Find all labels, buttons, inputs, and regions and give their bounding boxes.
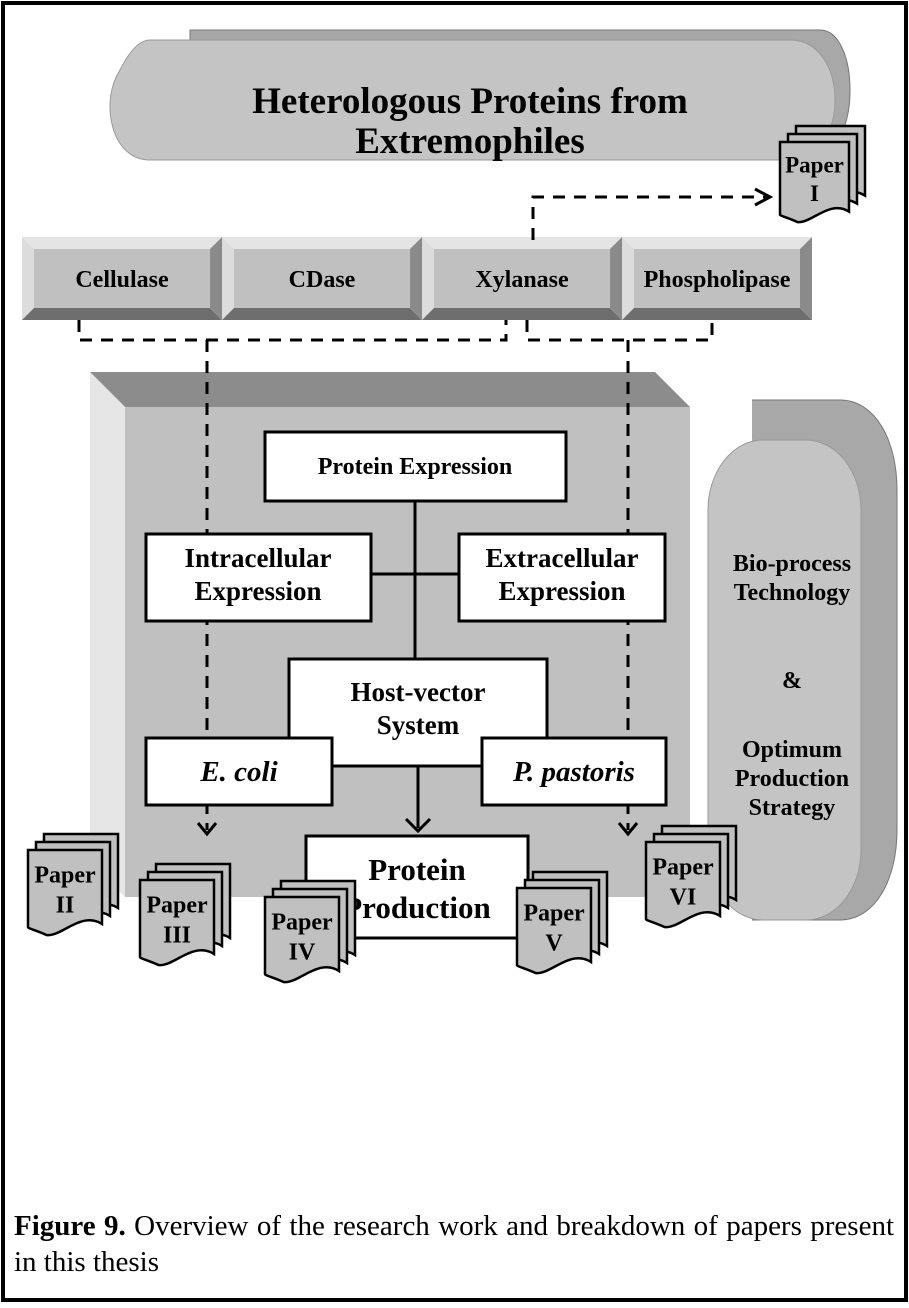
enzyme-cdase: CDase bbox=[222, 237, 422, 320]
ppastoris-label: P. pastoris bbox=[512, 756, 635, 788]
paper-label-p2-line-1: Paper bbox=[34, 862, 96, 888]
flow-lines bbox=[372, 502, 459, 828]
extracellular-line-2: Expression bbox=[498, 576, 625, 606]
connector-xylanase-paper-i bbox=[531, 197, 770, 240]
paper-label-p6-line-1: Paper bbox=[652, 854, 714, 880]
paper-sheet bbox=[263, 895, 341, 984]
ecoli-box bbox=[144, 736, 334, 807]
paper-arrows bbox=[196, 822, 639, 837]
paper-label-p3-line-1: Paper bbox=[146, 892, 208, 918]
protein-expression-box bbox=[263, 430, 568, 503]
title-line-1: Heterologous Proteins from bbox=[252, 81, 688, 122]
paper-label-p6-line-2: VI bbox=[670, 884, 697, 910]
host-vector-line-2: System bbox=[377, 710, 460, 740]
paper-label-p5-line-2: V bbox=[545, 930, 563, 956]
left-arrowhead bbox=[196, 822, 218, 837]
paper-label-p2-line-2: II bbox=[56, 892, 75, 918]
protein-production-line-2: Production bbox=[343, 890, 491, 925]
host-vector-line-1: Host-vector bbox=[351, 677, 486, 707]
bioprocess-line-5: Production bbox=[735, 766, 849, 792]
paper-label-p4-line-1: Paper bbox=[271, 909, 333, 935]
enzyme-cellulase: Cellulase bbox=[22, 237, 222, 320]
title-line-2: Extremophiles bbox=[355, 121, 585, 162]
protein-production-line-1: Protein bbox=[368, 852, 466, 887]
bioprocess-line-6: Strategy bbox=[749, 795, 836, 821]
title-banner: Heterologous Proteins from Extremophiles bbox=[109, 29, 851, 162]
paper-label-p5-line-1: Paper bbox=[523, 900, 585, 926]
enzyme-bar: Cellulase CDase Xylanase Phospholipase bbox=[22, 237, 812, 320]
ppastoris-box bbox=[480, 736, 668, 807]
figure-caption: Figure 9. Overview of the research work … bbox=[14, 1208, 894, 1280]
paper-label-p3-line-2: III bbox=[163, 922, 191, 948]
bioprocess-line-2: Technology bbox=[734, 580, 850, 606]
caption-text: Overview of the research work and breakd… bbox=[14, 1210, 895, 1278]
enzyme-label-xylanase: Xylanase bbox=[475, 267, 569, 293]
enzyme-label-cdase: CDase bbox=[289, 267, 356, 293]
paper-sheet bbox=[138, 878, 216, 967]
flow-arrowhead bbox=[404, 817, 432, 834]
bioprocess-line-3: & bbox=[782, 668, 802, 694]
paper-sheet bbox=[778, 140, 851, 224]
extracellular-box bbox=[457, 532, 667, 623]
bioprocess-panel: Bio-process Technology & Optimum Product… bbox=[707, 399, 898, 921]
extracellular-line-1: Extracellular bbox=[486, 543, 639, 573]
intracellular-line-1: Intracellular bbox=[185, 543, 332, 573]
paper-label-p4-line-2: IV bbox=[289, 939, 316, 965]
paper-label-p1-line-1: Paper bbox=[785, 152, 844, 177]
bioprocess-line-1: Bio-process bbox=[733, 551, 851, 577]
enzyme-label-cellulase: Cellulase bbox=[75, 267, 169, 293]
paper-label-p1-line-2: I bbox=[810, 181, 819, 206]
right-arrowhead bbox=[617, 822, 639, 837]
connector-left-bracket bbox=[77, 320, 508, 342]
enzyme-label-phospholipase: Phospholipase bbox=[644, 267, 791, 293]
paper-sheet bbox=[26, 848, 104, 937]
intracellular-box bbox=[144, 532, 373, 623]
paper-sheet bbox=[515, 886, 593, 975]
enzyme-xylanase: Xylanase bbox=[422, 237, 622, 320]
enzyme-phospholipase: Phospholipase bbox=[622, 237, 812, 320]
caption-label: Figure 9. bbox=[14, 1210, 126, 1242]
bioprocess-line-4: Optimum bbox=[742, 737, 842, 763]
protein-expression-label: Protein Expression bbox=[318, 454, 512, 480]
intracellular-line-2: Expression bbox=[194, 576, 321, 606]
connector-right-bracket bbox=[525, 320, 714, 342]
ecoli-label: E. coli bbox=[199, 756, 277, 788]
paper-sheet bbox=[644, 840, 722, 929]
